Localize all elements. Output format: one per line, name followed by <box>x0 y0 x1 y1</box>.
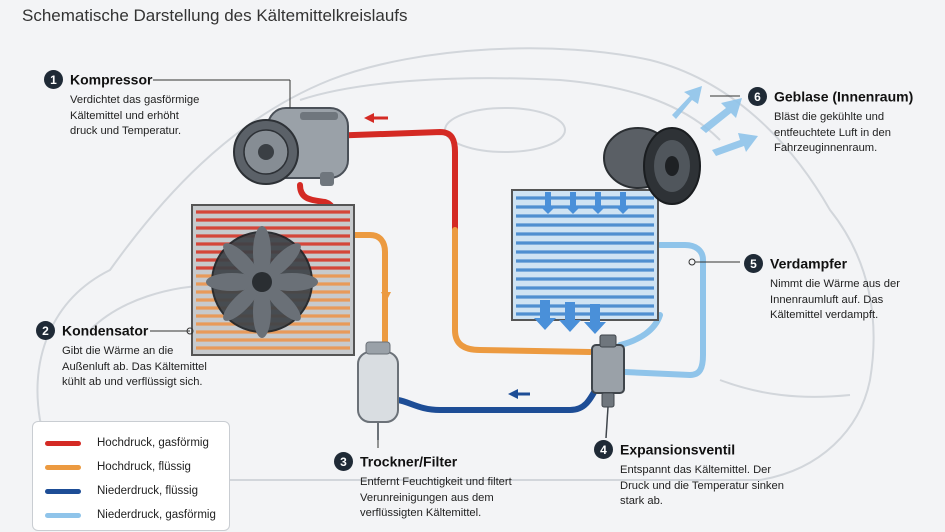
desc-line: Nimmt die Wärme aus der <box>770 278 900 290</box>
callout-number: 3 <box>334 452 353 471</box>
desc-line: Fahrzeuginnenraum. <box>774 142 878 154</box>
callout-title: Verdampfer <box>770 255 848 272</box>
desc-line: Kältemittel und erhöht <box>70 109 179 122</box>
legend-swatch <box>45 440 81 446</box>
callout-number: 6 <box>748 87 767 106</box>
callout-compressor: 1 Kompressor Verdichtet das gasförmige Kä… <box>44 70 199 140</box>
pipe-high-liquid <box>352 232 388 348</box>
callout-description: Gibt die Wärme an die Außenluft ab. Das … <box>62 344 207 391</box>
legend-item-low-liquid: Niederdruck, flüssig <box>45 482 198 500</box>
condenser <box>191 204 355 356</box>
pipe-low-liquid <box>395 382 601 413</box>
callout-description: Verdichtet das gasförmige Kältemittel un… <box>70 93 199 140</box>
desc-line: Gibt die Wärme an die <box>62 345 174 357</box>
pipe-high-liquid-to-valve <box>452 227 593 355</box>
legend-swatch <box>45 488 81 494</box>
flow-arrow-orange <box>381 280 391 302</box>
flow-arrow-blue <box>508 389 530 399</box>
compressor <box>233 107 349 186</box>
car-silhouette <box>36 47 875 481</box>
callout-number: 5 <box>744 254 763 273</box>
receiver-dryer <box>357 341 399 440</box>
callout-expansion-valve: 4 Expansionsventil Entspannt das Kältemit… <box>594 440 784 510</box>
legend-item-high-liquid: Hochdruck, flüssig <box>45 458 191 476</box>
legend-item-low-gas: Niederdruck, gasförmig <box>45 506 216 524</box>
desc-line: kühlt ab und verflüssigt sich. <box>62 376 203 388</box>
callout-description: Bläst die gekühlte und entfeuchtete Luft… <box>774 110 913 157</box>
callout-number: 2 <box>36 321 55 340</box>
desc-line: druck und Temperatur. <box>70 125 182 137</box>
callout-title: Kondensator <box>62 322 149 339</box>
diagram-title: Schematische Darstellung des Kältemittel… <box>22 6 408 25</box>
legend-label: Niederdruck, gasförmig <box>97 509 216 521</box>
callout-evaporator: 5 Verdampfer Nimmt die Wärme aus der Inne… <box>744 254 900 324</box>
callout-title: Kompressor <box>70 71 153 88</box>
blower <box>603 127 701 205</box>
desc-line: Bläst die gekühlte und <box>774 111 885 123</box>
condenser-fan <box>206 226 318 338</box>
pipe-high-gas-compressor <box>323 128 458 233</box>
leader-lines <box>150 79 740 448</box>
desc-line: Innenraumluft auf. Das <box>770 293 884 306</box>
desc-line: Außenluft ab. Das Kältemittel <box>62 360 207 373</box>
callout-title: Expansionsventil <box>620 441 736 458</box>
callout-description: Entspannt das Kältemittel. Der Druck und… <box>620 463 784 510</box>
blower-airflow-arrows <box>672 86 758 156</box>
desc-line: Entspannt das Kältemittel. Der <box>620 464 772 476</box>
desc-line: entfeuchtete Luft in den <box>774 126 891 139</box>
legend-swatch <box>45 512 81 518</box>
desc-line: Verunreinigungen aus dem <box>360 491 494 504</box>
callout-number: 4 <box>594 440 613 459</box>
desc-line: stark ab. <box>620 495 663 507</box>
callout-number: 1 <box>44 70 63 89</box>
expansion-valve <box>591 334 625 439</box>
legend-label: Hochdruck, flüssig <box>97 461 191 473</box>
desc-line: Verdichtet das gasförmige <box>70 94 200 106</box>
legend-item-high-gas: Hochdruck, gasförmig <box>45 434 209 452</box>
legend: Hochdruck, gasförmig Hochdruck, flüssig … <box>32 421 230 531</box>
evaporator-airflow-arrows <box>534 192 631 334</box>
flow-arrow-red <box>364 113 388 123</box>
callout-description: Entfernt Feuchtigkeit und filtert Verunr… <box>360 475 512 522</box>
callout-title: Trockner/Filter <box>360 453 458 470</box>
callout-title: Geblase (Innenraum) <box>774 88 914 105</box>
desc-line: verflüssigten Kältemittel. <box>360 507 482 519</box>
evaporator <box>511 189 659 334</box>
legend-swatch <box>45 464 81 470</box>
callout-blower: 6 Geblase (Innenraum) Bläst die gekühlte … <box>748 87 913 157</box>
legend-label: Hochdruck, gasförmig <box>97 437 209 449</box>
desc-line: Entfernt Feuchtigkeit und filtert <box>360 476 512 488</box>
callout-condenser: 2 Kondensator Gibt die Wärme an die Außen… <box>36 321 207 391</box>
callout-receiver-dryer: 3 Trockner/Filter Entfernt Feuchtigkeit u… <box>334 452 512 522</box>
legend-label: Niederdruck, flüssig <box>97 485 198 497</box>
desc-line: Druck und die Temperatur sinken <box>620 479 784 492</box>
desc-line: Kältemittel verdampft. <box>770 309 879 321</box>
pipe-low-gas-return <box>622 242 706 379</box>
callout-description: Nimmt die Wärme aus der Innenraumluft au… <box>770 277 900 324</box>
